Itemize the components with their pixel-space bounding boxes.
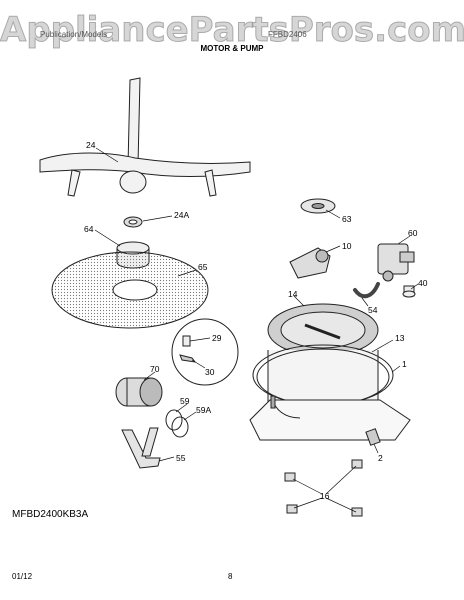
bracket-55-part xyxy=(121,427,161,469)
header-model: FFBD2406 xyxy=(268,30,307,39)
label-2: 2 xyxy=(378,453,383,463)
model-code: MFBD2400KB3A xyxy=(12,509,89,520)
label-54: 54 xyxy=(368,305,378,315)
label-30: 30 xyxy=(205,367,215,377)
spray-arm-part xyxy=(39,77,251,197)
label-14: 14 xyxy=(288,289,298,299)
label-63: 63 xyxy=(342,214,352,224)
label-60: 60 xyxy=(408,228,418,238)
label-16: 16 xyxy=(320,491,330,501)
inlet-valve-part xyxy=(377,243,415,282)
label-13: 13 xyxy=(395,333,405,343)
leader-lines xyxy=(94,147,419,513)
bracket-16-part xyxy=(284,459,363,517)
hose-54-part xyxy=(353,282,380,299)
footer-date: 01/12 xyxy=(12,572,33,581)
footer-page-number: 8 xyxy=(228,572,233,581)
label-29: 29 xyxy=(212,333,222,343)
cap-63-part xyxy=(300,198,336,214)
washer-part xyxy=(123,216,143,228)
label-65: 65 xyxy=(198,262,208,272)
label-70: 70 xyxy=(150,364,160,374)
label-40: 40 xyxy=(418,278,428,288)
valve-10-part xyxy=(289,247,331,279)
filter-screen-part xyxy=(51,251,209,329)
part-labels: 24 24A 64 65 63 10 60 40 54 14 13 1 29 3… xyxy=(84,140,428,501)
label-24: 24 xyxy=(86,140,96,150)
label-10: 10 xyxy=(342,241,352,251)
motor-70-part xyxy=(115,377,163,407)
sensor-2-part xyxy=(365,428,381,446)
label-64: 64 xyxy=(84,224,94,234)
label-1: 1 xyxy=(402,359,407,369)
page-title: MOTOR & PUMP xyxy=(200,44,264,53)
label-59a: 59A xyxy=(196,405,211,415)
o-rings-part xyxy=(165,409,189,438)
fitting-40-part xyxy=(402,285,416,298)
watermark: AppliancePartsPros.com xyxy=(0,10,464,51)
sump-assembly-part xyxy=(249,303,411,441)
label-55: 55 xyxy=(176,453,186,463)
label-59: 59 xyxy=(180,396,190,406)
detail-inset xyxy=(171,318,239,386)
header-publication: Publication/Models xyxy=(40,30,108,39)
label-24a: 24A xyxy=(174,210,189,220)
